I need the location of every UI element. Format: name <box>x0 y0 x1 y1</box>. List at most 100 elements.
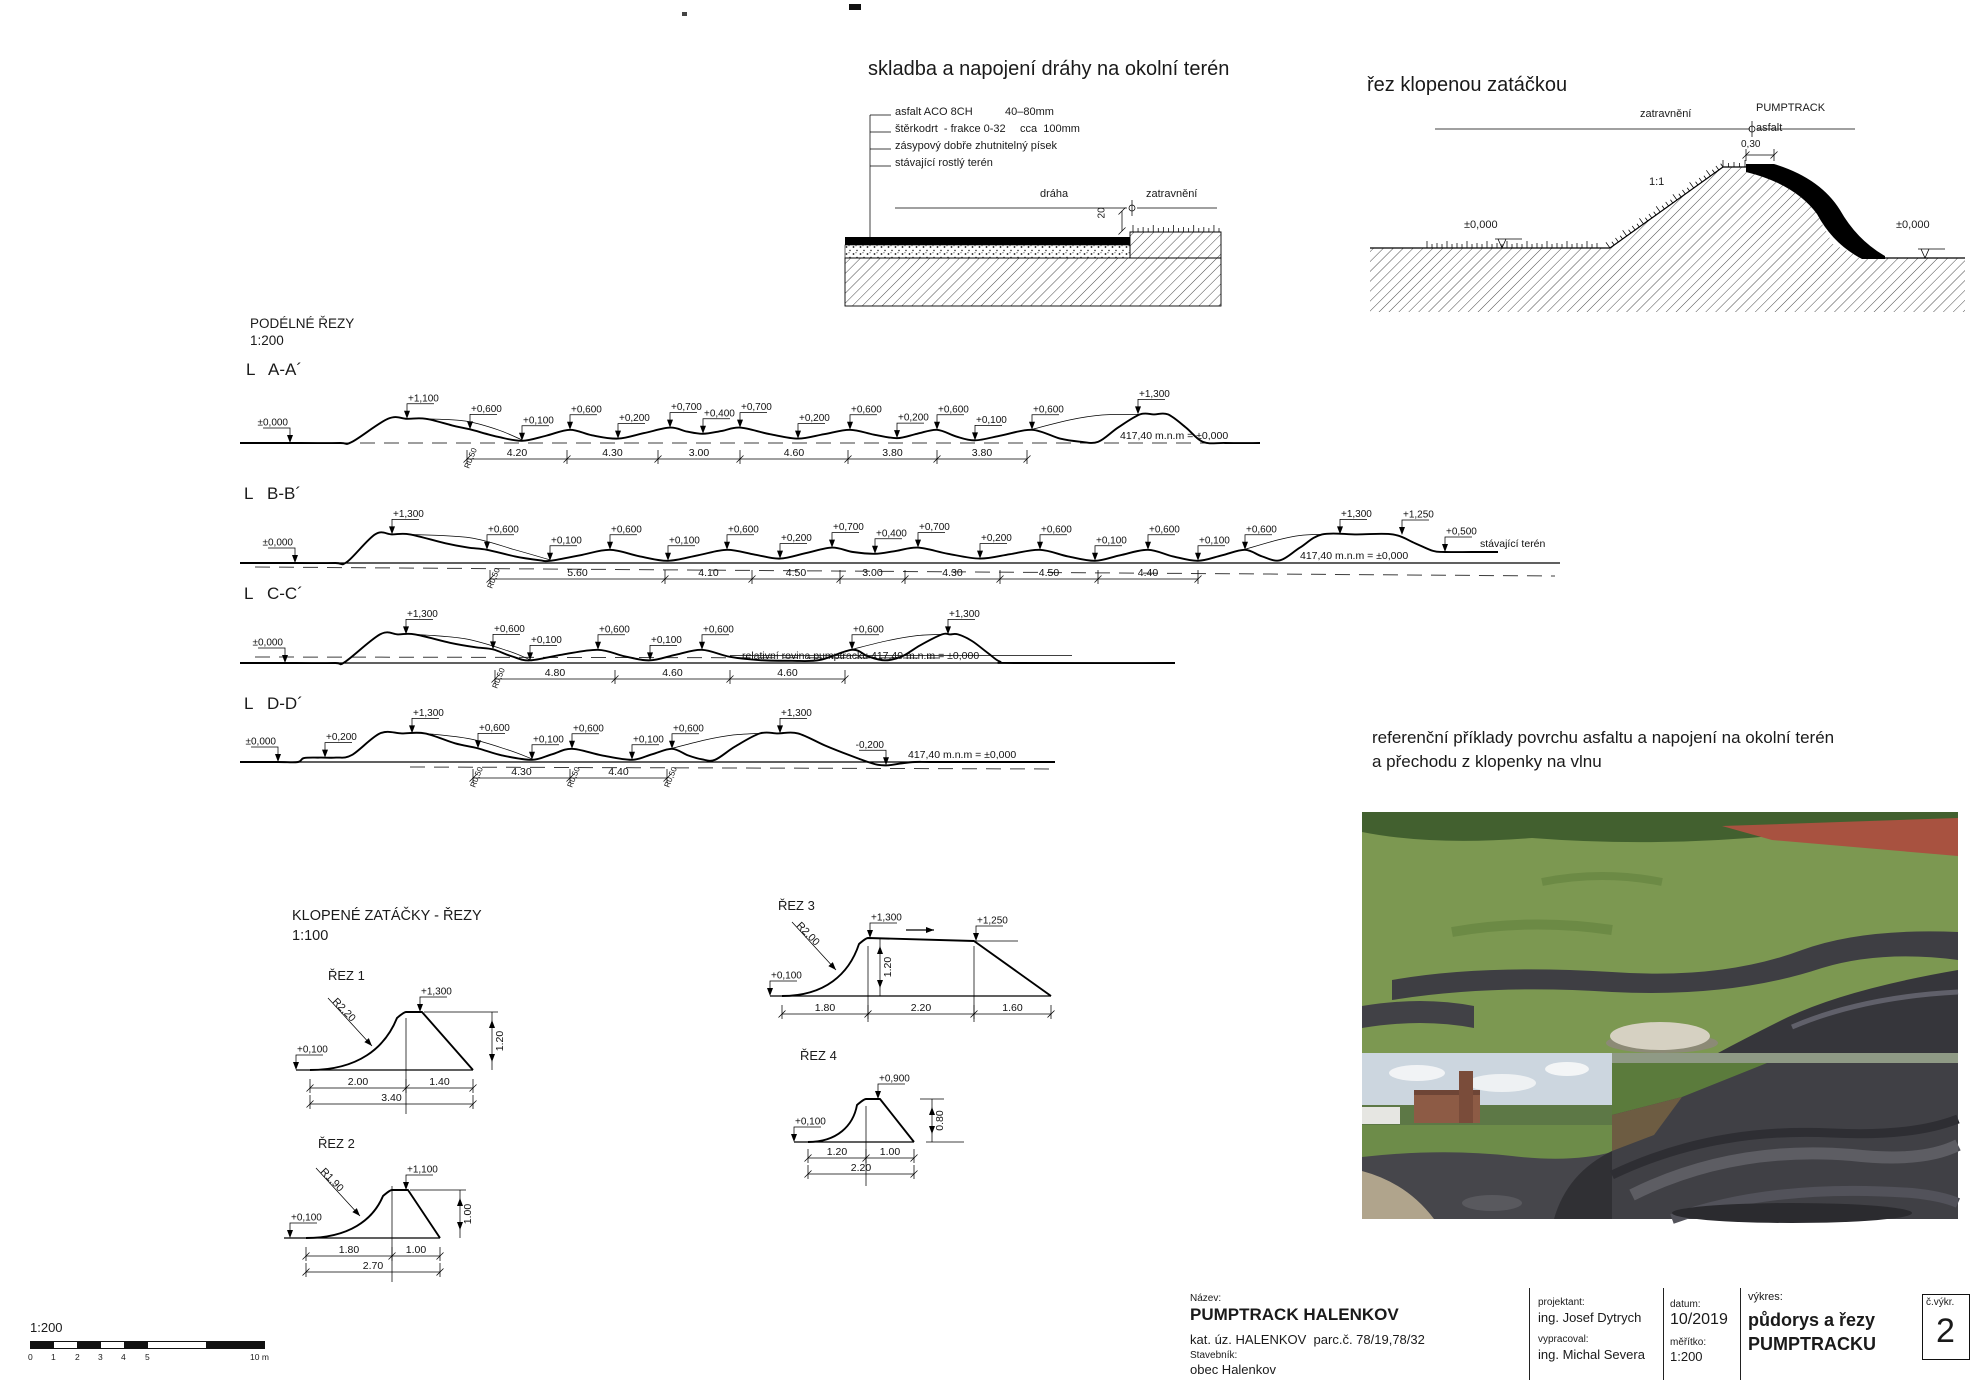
layer-label: stávající rostlý terén <box>895 157 993 169</box>
drafter-name: ing. Michal Severa <box>1538 1347 1645 1362</box>
svg-text:+1,100: +1,100 <box>407 1165 438 1176</box>
cadastre-info: kat. úz. HALENKOV parc.č. 78/19,78/32 <box>1190 1332 1425 1347</box>
svg-text:417,40 m.n.m = ±0,000: 417,40 m.n.m = ±0,000 <box>1300 550 1408 562</box>
svg-text:+0,500: +0,500 <box>1446 527 1477 538</box>
svg-text:R0,50: R0,50 <box>663 765 680 789</box>
svg-text:+0,600: +0,600 <box>573 723 604 734</box>
photos-caption-line2: a přechodu z klopenky na vlnu <box>1372 752 1602 771</box>
svg-text:+0,700: +0,700 <box>833 522 864 533</box>
svg-text:4.20: 4.20 <box>507 447 528 459</box>
designer-label: projektant: <box>1538 1297 1585 1308</box>
project-name: PUMPTRACK HALENKOV <box>1190 1305 1399 1324</box>
svg-text:5.60: 5.60 <box>567 567 588 579</box>
svg-text:+0,600: +0,600 <box>673 723 704 734</box>
drawing-title-line1: půdorys a řezy <box>1748 1310 1876 1330</box>
section-name-aa: L A-A´ <box>246 360 303 379</box>
svg-text:+1,300: +1,300 <box>781 708 812 719</box>
titleblock-divider <box>1663 1288 1664 1380</box>
svg-text:-0,200: -0,200 <box>856 740 885 751</box>
scalebar-tick: 3 <box>98 1352 103 1362</box>
photo-image <box>1610 1053 1961 1224</box>
svg-text:+0,600: +0,600 <box>599 624 630 635</box>
svg-text:+0,900: +0,900 <box>879 1074 910 1085</box>
svg-text:417,40 m.n.m = ±0,000: 417,40 m.n.m = ±0,000 <box>908 749 1016 761</box>
svg-text:+0,400: +0,400 <box>704 408 735 419</box>
svg-text:4.60: 4.60 <box>784 447 805 459</box>
svg-text:R0,50: R0,50 <box>463 446 480 470</box>
svg-text:+0,100: +0,100 <box>1199 535 1230 546</box>
svg-text:+0,600: +0,600 <box>1149 524 1180 535</box>
svg-text:relativní rovina pumptracku 4: relativní rovina pumptracku 417,40 m.n.m… <box>742 650 979 662</box>
svg-text:+0,200: +0,200 <box>326 732 357 743</box>
svg-text:±0,000: ±0,000 <box>262 538 293 549</box>
titleblock-divider <box>1529 1288 1530 1380</box>
svg-text:417,40 m.n.m = ±0,000: 417,40 m.n.m = ±0,000 <box>1120 430 1228 442</box>
svg-text:1.00: 1.00 <box>880 1146 901 1158</box>
svg-text:+0,600: +0,600 <box>471 404 502 415</box>
svg-text:±0,000: ±0,000 <box>245 737 276 748</box>
long-section-svg: ±0,000+1,100+0,600+0,100+0,600+0,200+0,7… <box>240 389 1261 470</box>
svg-text:4.60: 4.60 <box>662 667 683 679</box>
svg-text:+0,100: +0,100 <box>551 535 582 546</box>
banked-sections-heading: KLOPENÉ ZATÁČKY - ŘEZY <box>292 908 482 924</box>
section-cc-drawing: ±0,000+1,300+0,600+0,100+0,600+0,100+0,6… <box>240 581 1190 709</box>
svg-text:+0,100: +0,100 <box>523 415 554 426</box>
svg-text:1.00: 1.00 <box>462 1204 474 1225</box>
depth-dim: 20 <box>1096 207 1108 219</box>
level-label: ±0,000 <box>1464 219 1498 231</box>
scan-mark <box>849 4 861 10</box>
long-section-svg: ±0,000+1,300+0,600+0,100+0,600+0,100+0,6… <box>240 509 1560 590</box>
svg-text:4.80: 4.80 <box>545 667 566 679</box>
long-section-svg: ±0,000+0,200+1,300+0,600+0,100+0,600+0,1… <box>240 708 1059 789</box>
cut-name-3: ŘEZ 3 <box>778 898 815 913</box>
svg-text:+0,700: +0,700 <box>671 402 702 413</box>
svg-text:+0,200: +0,200 <box>799 413 830 424</box>
svg-text:+0,700: +0,700 <box>741 402 772 413</box>
section-aa-drawing: ±0,000+1,100+0,600+0,100+0,600+0,200+0,7… <box>240 361 1280 489</box>
scalebar-tick: 0 <box>28 1352 33 1362</box>
date-label: datum: <box>1670 1299 1701 1310</box>
svg-text:4.30: 4.30 <box>942 567 963 579</box>
svg-text:+0,600: +0,600 <box>728 524 759 535</box>
svg-text:2.20: 2.20 <box>911 1002 932 1014</box>
layer-label: asfalt ACO 8CH <box>895 106 973 118</box>
layer-label: štěrkodrt - frakce 0-32 <box>895 123 1006 135</box>
long-section-svg: ±0,000+1,300+0,600+0,100+0,600+0,100+0,6… <box>240 609 1176 690</box>
section-bb-drawing: ±0,000+1,300+0,600+0,100+0,600+0,100+0,6… <box>240 481 1570 609</box>
svg-text:1.20: 1.20 <box>882 957 894 978</box>
svg-text:+0,100: +0,100 <box>651 635 682 646</box>
svg-text:1.00: 1.00 <box>406 1244 427 1256</box>
svg-text:+0,100: +0,100 <box>1096 535 1127 546</box>
date-value: 10/2019 <box>1670 1311 1728 1328</box>
svg-text:+0,200: +0,200 <box>781 533 812 544</box>
svg-text:R2,20: R2,20 <box>330 996 358 1025</box>
svg-text:+1,300: +1,300 <box>871 913 902 924</box>
grass-label: zatravnění <box>1640 108 1692 120</box>
svg-text:+0,600: +0,600 <box>853 624 884 635</box>
svg-text:1.20: 1.20 <box>494 1031 506 1052</box>
svg-text:+0,100: +0,100 <box>633 734 664 745</box>
scalebar-label: 1:200 <box>30 1320 63 1335</box>
drawing-number: 2 <box>1936 1312 1955 1350</box>
scalebar-end: 10 m <box>250 1352 269 1362</box>
scale-value: 1:200 <box>1670 1349 1703 1364</box>
svg-text:1.60: 1.60 <box>1002 1002 1023 1014</box>
layer-label: zásypový dobře zhutnitelný písek <box>895 140 1058 152</box>
svg-text:+0,600: +0,600 <box>488 524 519 535</box>
svg-text:+0,100: +0,100 <box>795 1117 826 1128</box>
svg-text:±0,000: ±0,000 <box>252 638 283 649</box>
scalebar-tick: 2 <box>75 1352 80 1362</box>
cut-name-1: ŘEZ 1 <box>328 968 365 983</box>
banked-turn-drawing <box>1365 98 1970 320</box>
section-name-dd: L D-D´ <box>244 694 303 713</box>
svg-text:4.60: 4.60 <box>777 667 798 679</box>
scan-mark <box>682 12 687 16</box>
